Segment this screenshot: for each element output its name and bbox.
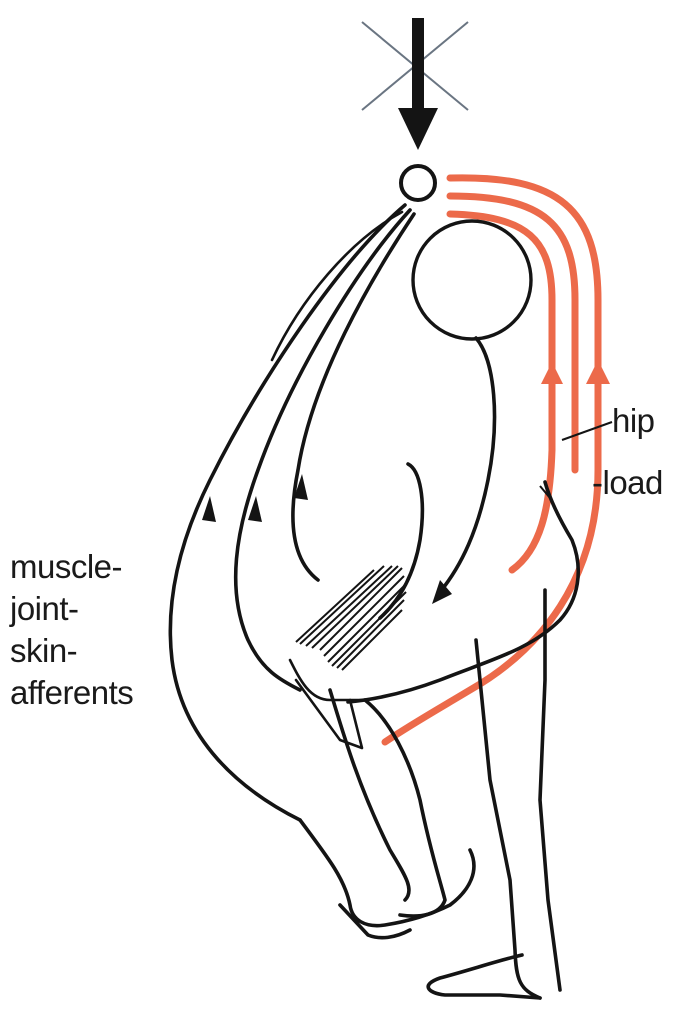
descending-pathway <box>440 338 494 592</box>
label-joint: joint- <box>9 590 79 627</box>
label-hip: hip <box>612 402 655 439</box>
afferent-pathways <box>170 205 414 820</box>
label-load: -load <box>592 464 663 501</box>
muscle-hatch <box>296 566 406 670</box>
head-outline <box>413 221 531 339</box>
down-arrow-icon <box>398 18 438 150</box>
label-muscle: muscle- <box>10 548 122 585</box>
label-skin: skin- <box>10 632 77 669</box>
descending-arrowhead <box>432 580 452 604</box>
circle-node-icon <box>401 166 435 200</box>
red-arrowhead <box>586 360 610 384</box>
red-arrowhead <box>541 362 563 384</box>
label-afferents: afferents <box>10 674 133 711</box>
hip-leader-line <box>562 422 612 440</box>
